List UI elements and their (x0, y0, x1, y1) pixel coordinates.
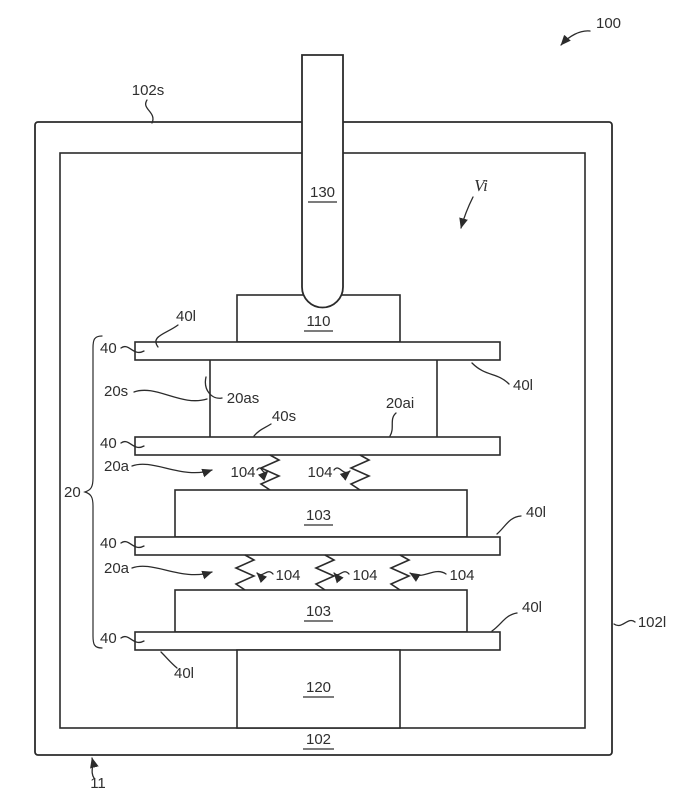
leader-20as (204, 376, 223, 399)
label-40l-bottom-left: 40l (174, 665, 194, 682)
leader-40l-bottom-left (160, 651, 178, 669)
leader-40l-top-left (155, 324, 179, 348)
leader-40l-right-3 (491, 612, 518, 632)
label-40l-right-1: 40l (513, 377, 533, 394)
label-100: 100 (596, 15, 621, 32)
leader-40-2 (120, 441, 145, 448)
spring-104-2 (349, 454, 371, 491)
layer-40-bottom (134, 631, 501, 651)
label-102s: 102s (132, 82, 165, 99)
probe-130 (301, 54, 344, 309)
label-40-4: 40 (100, 630, 117, 647)
leader-40-3 (120, 541, 145, 548)
leader-104-2 (333, 467, 351, 481)
leader-102s (145, 99, 154, 124)
label-40l-right-3: 40l (522, 599, 542, 616)
leader-40l-right-1 (471, 362, 510, 385)
label-40-1: 40 (100, 340, 117, 357)
label-vi: Vi (474, 176, 488, 195)
leader-40l-right-2 (496, 515, 522, 535)
label-130: 130 (310, 184, 335, 201)
layer-40-second (134, 436, 501, 456)
label-104-4: 104 (352, 567, 377, 584)
label-40s: 40s (272, 408, 296, 425)
reference-labels: 100 102s Vi 130 110 40l 40 40 40 40 20s … (64, 15, 666, 792)
label-20as: 20as (227, 390, 260, 407)
label-20a-lower: 20a (104, 560, 130, 577)
label-102l: 102l (638, 614, 666, 631)
leader-20a-upper (131, 463, 213, 478)
label-20: 20 (64, 484, 81, 501)
leader-lines (83, 30, 636, 779)
label-120: 120 (306, 679, 331, 696)
spring-104-1 (259, 454, 281, 491)
block-103-upper (174, 489, 468, 538)
leader-104-5 (409, 570, 447, 582)
label-104-3: 104 (275, 567, 300, 584)
arrow-11 (90, 757, 99, 779)
leader-20s (133, 389, 208, 402)
label-104-5: 104 (449, 567, 474, 584)
block-120 (236, 649, 401, 729)
label-11: 11 (90, 775, 106, 792)
label-40-3: 40 (100, 535, 117, 552)
leader-100 (560, 30, 591, 46)
label-40l-right-2: 40l (526, 504, 546, 521)
structure (34, 54, 613, 756)
label-103-upper: 103 (306, 507, 331, 524)
layer-40-top (134, 341, 501, 361)
label-102: 102 (306, 731, 331, 748)
leader-104-3 (256, 571, 274, 584)
label-20ai: 20ai (386, 395, 414, 412)
label-20a-upper: 20a (104, 458, 130, 475)
label-20s: 20s (104, 383, 128, 400)
springs-104 (234, 454, 411, 591)
leader-20a-lower (131, 565, 213, 580)
leader-40s (253, 423, 272, 437)
label-104-2: 104 (307, 464, 332, 481)
leader-40-1 (120, 346, 145, 353)
label-40l-top-left: 40l (176, 308, 196, 325)
spring-104-5 (389, 554, 411, 591)
leader-104-1 (256, 467, 269, 482)
spring-104-4 (314, 554, 336, 591)
leader-20ai (389, 412, 397, 437)
brace-20 (83, 335, 103, 649)
block-103-lower (174, 589, 468, 633)
label-40-2: 40 (100, 435, 117, 452)
label-110: 110 (307, 313, 331, 330)
arrow-vi (459, 196, 474, 229)
spring-104-3 (234, 554, 256, 591)
layer-40-third (134, 536, 501, 556)
leader-104-4 (333, 571, 350, 584)
leader-102l (613, 619, 636, 627)
label-104-1: 104 (230, 464, 255, 481)
label-103-lower: 103 (306, 603, 331, 620)
leader-40-4 (120, 636, 145, 643)
